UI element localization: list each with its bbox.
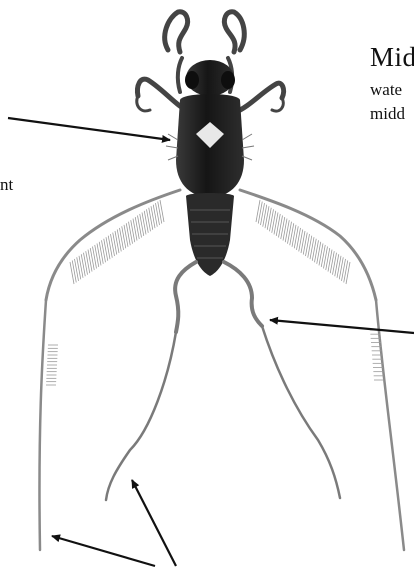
hind-legs: [106, 262, 340, 500]
arrow-hind-leg: [270, 320, 414, 333]
arrow-leg-tip-left: [52, 536, 155, 566]
label-left-fragment: nt: [0, 175, 13, 195]
arrow-thorax: [8, 118, 170, 140]
label-line1-fragment: wate: [370, 80, 402, 100]
label-title-fragment: Mid: [370, 42, 414, 73]
label-line2-fragment: midd: [370, 104, 405, 124]
eye-right: [221, 71, 235, 89]
eye-left: [185, 71, 199, 89]
arrow-leg-tip-center: [132, 480, 176, 566]
